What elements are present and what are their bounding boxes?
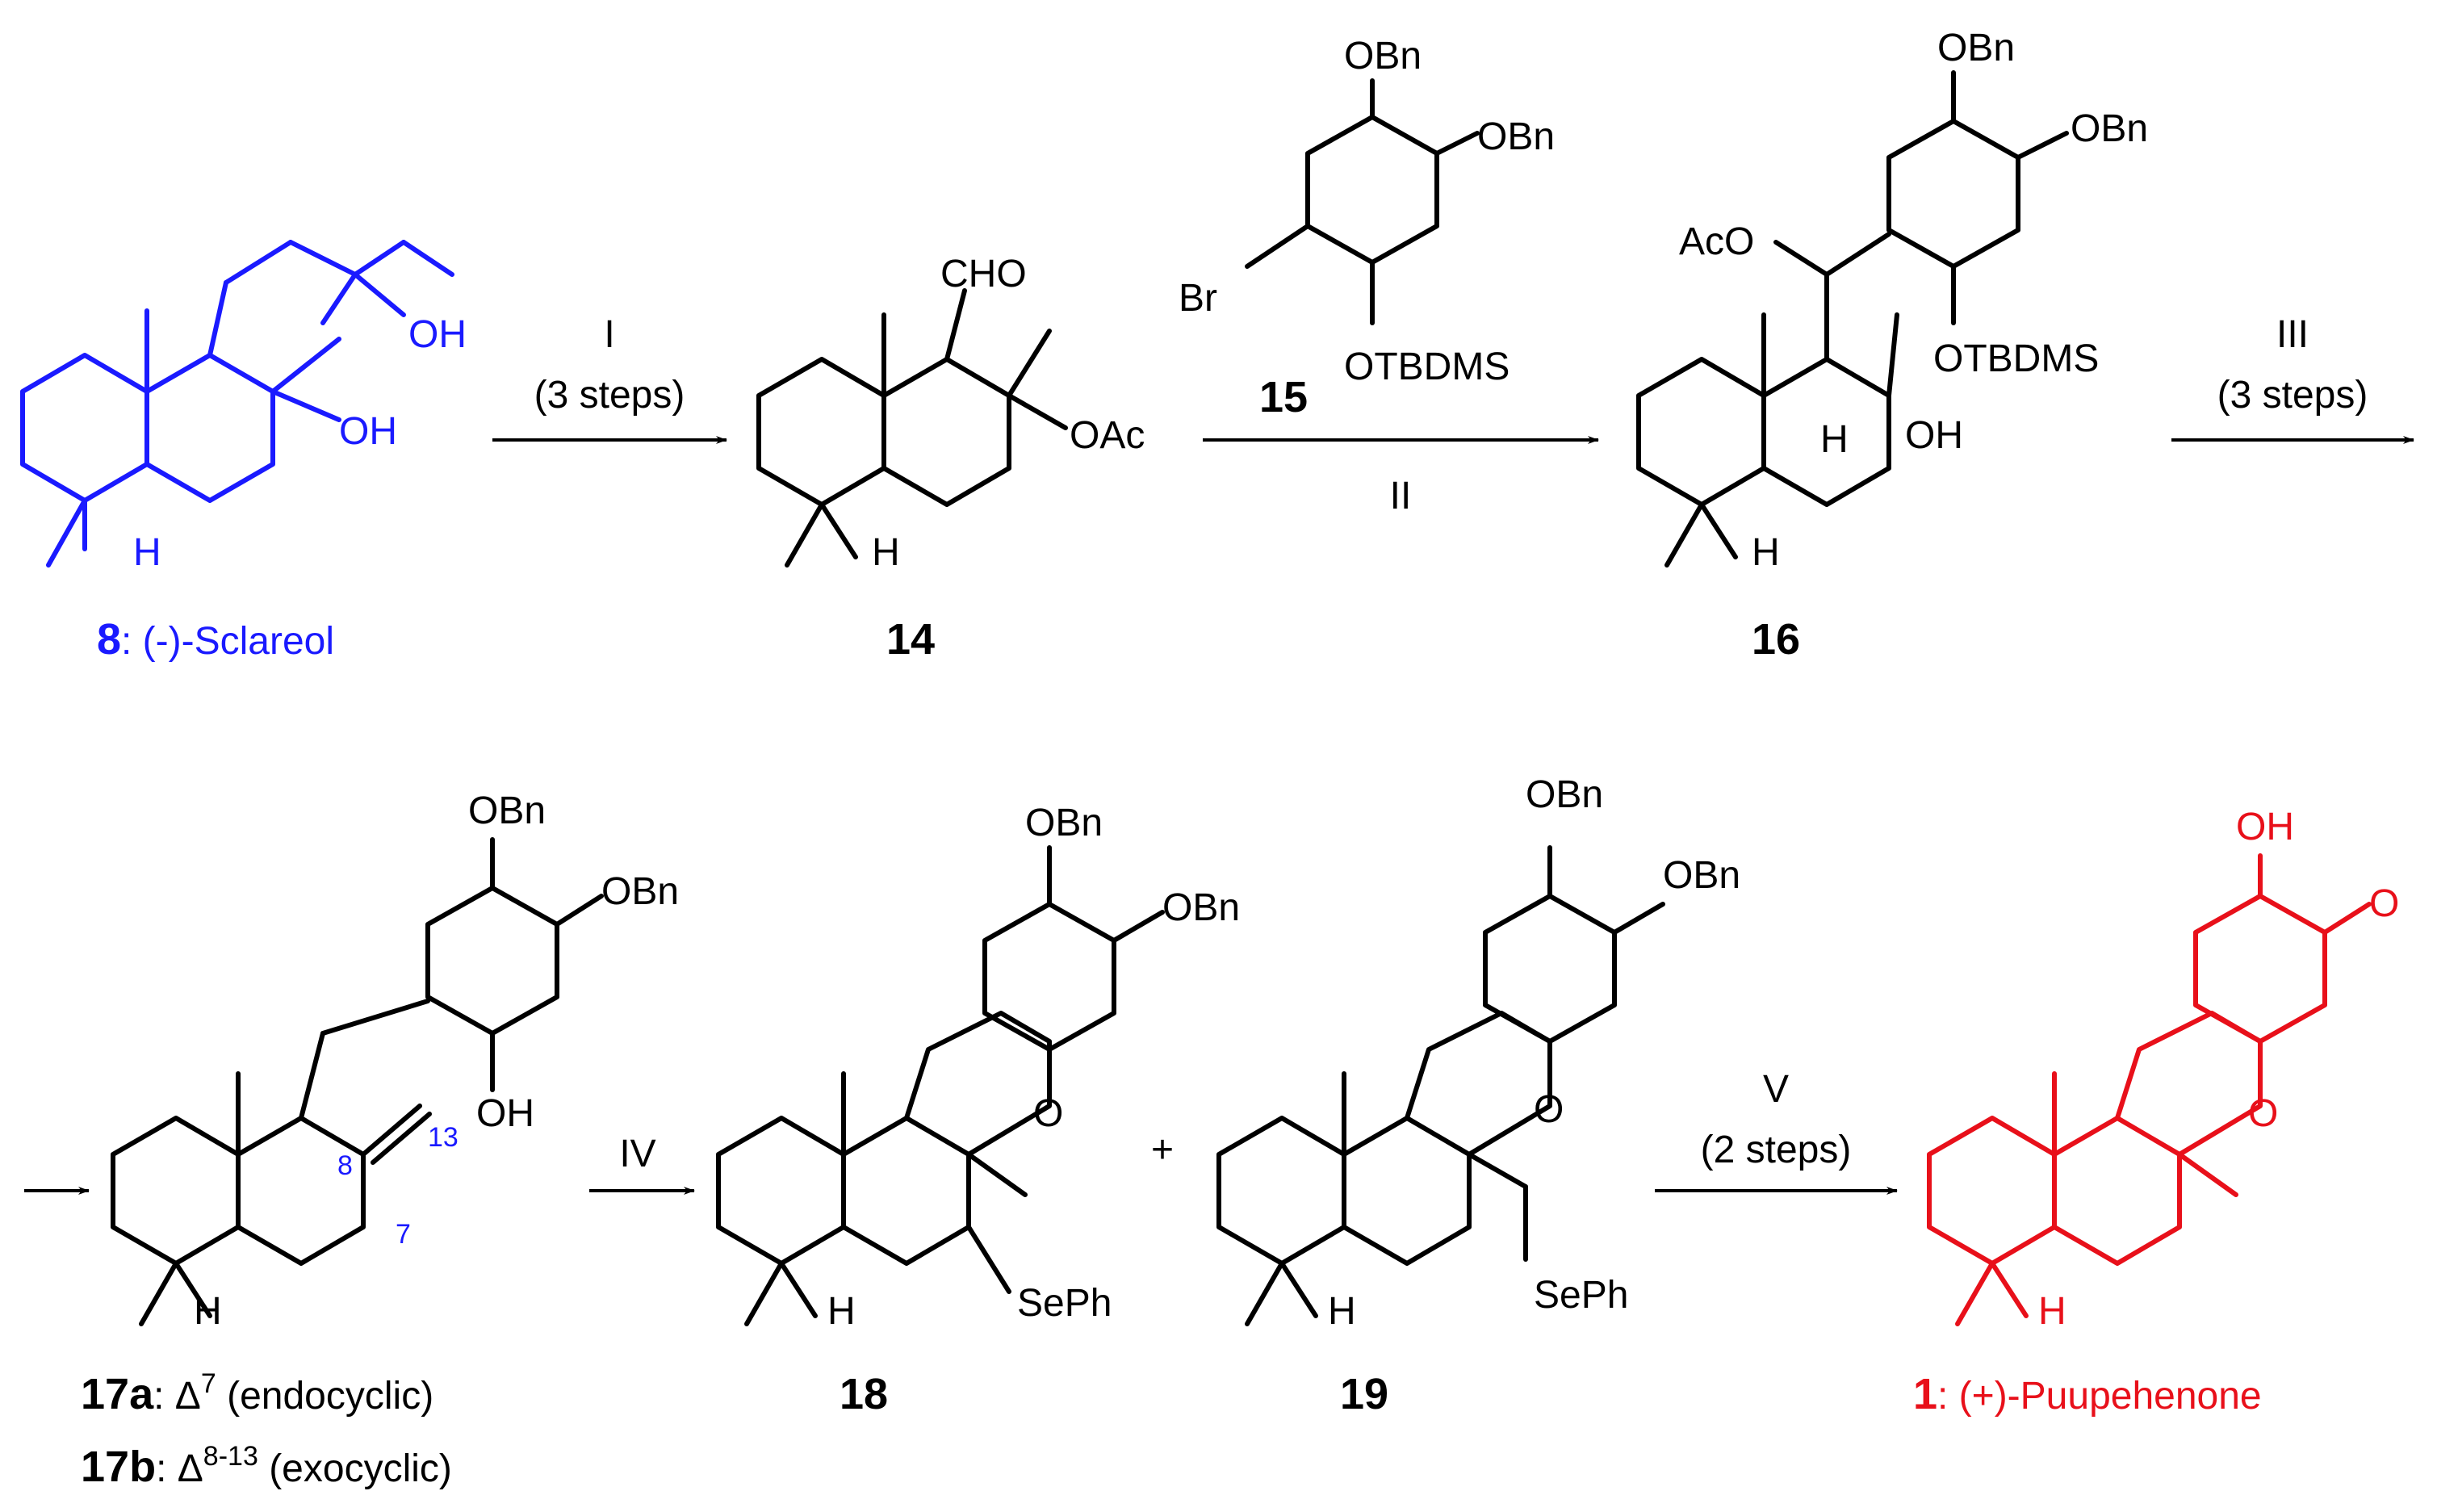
compound-15-number: 15 xyxy=(1259,373,1308,421)
compound-17b-label: 17b: Δ8-13 (exocyclic) xyxy=(81,1441,452,1491)
step-iii-roman: III xyxy=(2276,313,2309,356)
c17-obn-right: OBn xyxy=(601,870,679,913)
compound-14-structure xyxy=(756,288,1068,568)
c1-oh: OH xyxy=(2236,806,2294,848)
compound-18-number: 18 xyxy=(840,1370,888,1418)
compound-19-number: 19 xyxy=(1340,1370,1388,1418)
c1-keto-o: O xyxy=(2369,882,2399,925)
compound-17-structure xyxy=(111,837,604,1326)
c16-aco: AcO xyxy=(1679,220,1754,263)
c18-h: H xyxy=(827,1290,856,1333)
compound-8-labels: OH OH H 8 : (-)-Sclareol xyxy=(97,313,467,664)
compound-18-structure xyxy=(716,845,1165,1326)
c15-obn-top: OBn xyxy=(1344,35,1422,77)
c19-h: H xyxy=(1328,1290,1356,1333)
c19-o: O xyxy=(1534,1088,1564,1131)
compound-1-structure xyxy=(1927,853,2372,1326)
c14-oac: OAc xyxy=(1070,414,1145,457)
c17-oh: OH xyxy=(476,1092,534,1135)
c18-obn-right: OBn xyxy=(1162,886,1240,929)
compound-15-structure xyxy=(1245,78,1480,325)
c18-seph: SePh xyxy=(1017,1282,1112,1325)
compound-16-labels: OBn OBn AcO OTBDMS OH H H 16 xyxy=(1679,27,2148,664)
c15-obn-right: OBn xyxy=(1477,115,1555,158)
c17-pos7: 7 xyxy=(396,1219,411,1250)
c16-h-bottom: H xyxy=(1752,531,1780,574)
c14-cho: CHO xyxy=(940,253,1027,295)
compound-17a-label: 17a: Δ7 (endocyclic) xyxy=(81,1368,433,1418)
c18-obn-top: OBn xyxy=(1025,802,1103,844)
step-i-roman: I xyxy=(604,313,614,356)
c16-h-ring: H xyxy=(1820,418,1849,461)
compound-17-labels: OBn OBn OH H 8 13 7 17a: Δ7 (endocyclic)… xyxy=(81,790,679,1491)
step-v-detail: (2 steps) xyxy=(1701,1129,1852,1171)
step-iii-detail: (3 steps) xyxy=(2217,374,2368,417)
c1-ring-o: O xyxy=(2248,1092,2278,1135)
step-v-roman: V xyxy=(1763,1068,1789,1111)
compound-19-labels: OBn OBn O SePh H 19 xyxy=(1328,773,1740,1418)
c17-h: H xyxy=(194,1290,222,1333)
step-iv-roman: IV xyxy=(619,1133,655,1175)
c15-br: Br xyxy=(1179,277,1217,320)
compound-15-labels: OBn OBn Br OTBDMS 15 xyxy=(1179,35,1555,421)
compound-8-number: 8 xyxy=(97,615,121,664)
c14-h: H xyxy=(872,531,900,574)
compound-18-labels: OBn OBn O SePh H 18 xyxy=(827,802,1240,1418)
compound-1-number: 1 xyxy=(1913,1370,1937,1418)
compound-8-structure xyxy=(20,240,454,568)
c17-obn-top: OBn xyxy=(468,790,546,832)
c8-oh-top: OH xyxy=(408,313,467,356)
step-ii-roman: II xyxy=(1390,475,1412,517)
compound-16-number: 16 xyxy=(1752,615,1800,664)
c19-obn-top: OBn xyxy=(1526,773,1603,816)
c19-seph: SePh xyxy=(1534,1274,1628,1317)
c8-oh-bottom: OH xyxy=(339,410,397,453)
c17-pos13: 13 xyxy=(428,1122,459,1153)
c16-obn-right: OBn xyxy=(2071,107,2148,150)
c8-h: H xyxy=(133,531,161,574)
plus-sign: + xyxy=(1151,1129,1174,1171)
c1-h: H xyxy=(2038,1290,2066,1333)
compound-1-name: : (+)-Puupehenone xyxy=(1937,1375,2262,1418)
compound-1-labels: OH O O H 1 : (+)-Puupehenone xyxy=(1913,806,2399,1418)
step-i-detail: (3 steps) xyxy=(534,374,685,417)
c16-otbdms: OTBDMS xyxy=(1933,337,2099,380)
c15-otbdms: OTBDMS xyxy=(1344,346,1510,388)
c16-obn-top: OBn xyxy=(1937,27,2015,69)
compound-14-number: 14 xyxy=(886,615,935,664)
compound-14-labels: CHO OAc H 14 xyxy=(872,253,1145,664)
c18-o: O xyxy=(1033,1092,1063,1135)
c19-obn-right: OBn xyxy=(1663,854,1740,897)
compound-19-structure xyxy=(1216,845,1665,1326)
compound-16-structure xyxy=(1636,70,2069,568)
c17-pos8: 8 xyxy=(337,1150,353,1181)
c16-oh: OH xyxy=(1905,414,1963,457)
compound-8-name: : (-)-Sclareol xyxy=(121,620,334,663)
